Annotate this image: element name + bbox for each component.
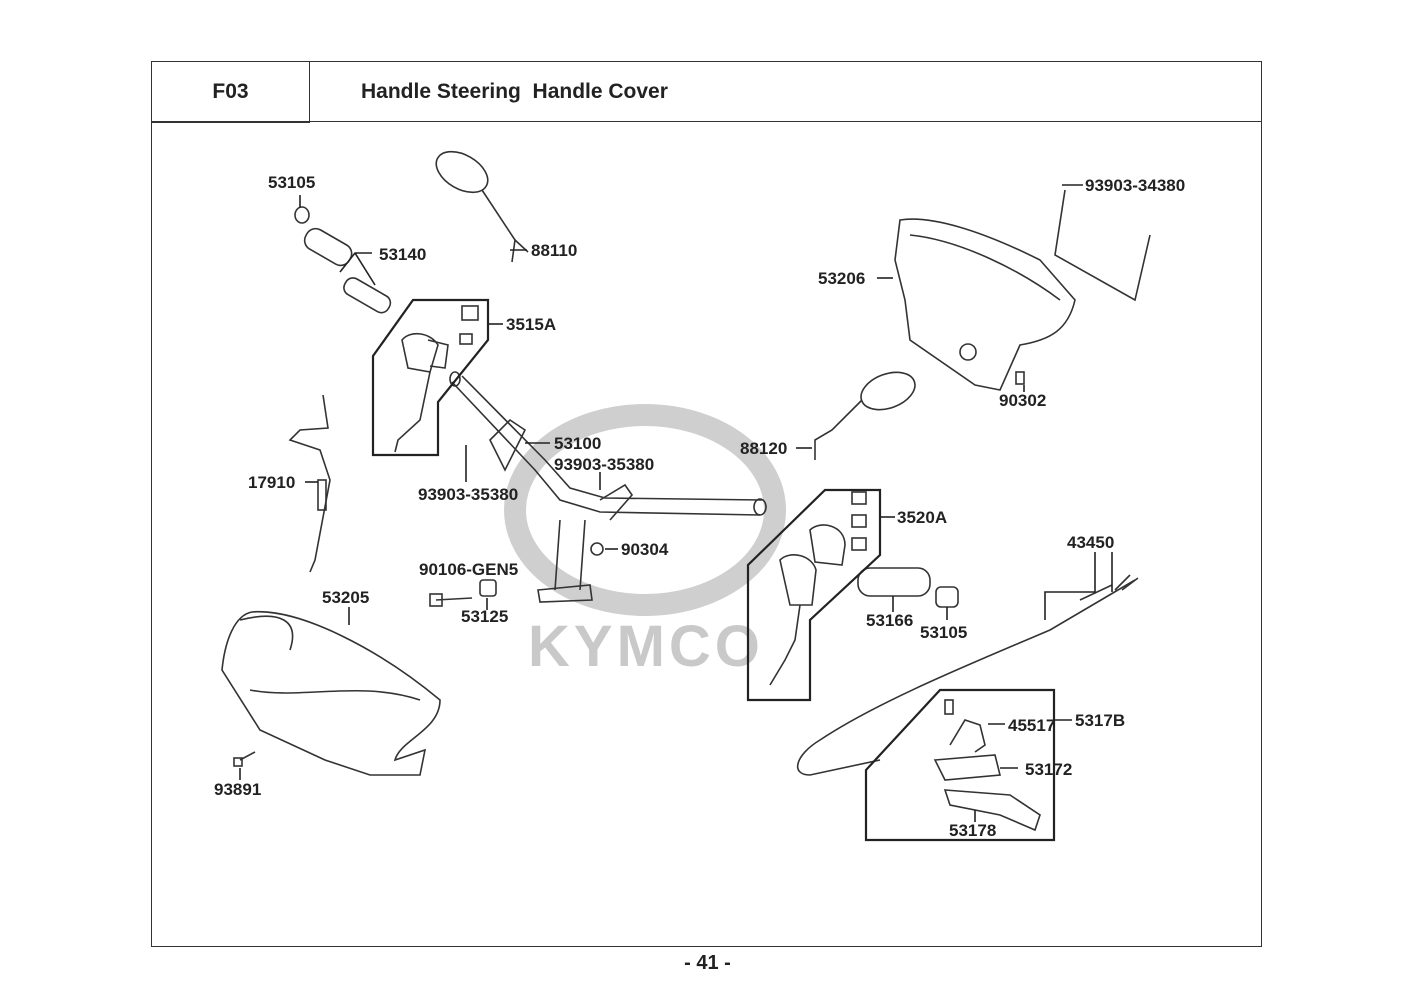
- brake-lever-drawing: [933, 699, 1041, 832]
- part-label: 90106-GEN5: [419, 560, 518, 579]
- handlebar-drawing: [449, 371, 767, 603]
- part-label: 53105: [268, 173, 315, 192]
- part-label: 88120: [740, 439, 787, 458]
- left-mirror-drawing: [435, 150, 529, 263]
- part-label: 53205: [322, 588, 369, 607]
- box-3520A: [746, 488, 882, 702]
- diagram-frame: [151, 121, 1262, 947]
- screw-93891-drawing: [233, 751, 256, 767]
- part-label: 3515A: [506, 315, 556, 334]
- kymco-watermark: KYMCO: [504, 404, 786, 679]
- page-title: Handle Steering Handle Cover: [361, 80, 668, 103]
- leader-lines: [239, 184, 1113, 822]
- part-label: 53100: [554, 434, 601, 453]
- section-code: F03: [151, 61, 310, 123]
- part-label: 17910: [248, 473, 295, 492]
- front-cover-drawing: [221, 611, 441, 776]
- brake-cable-drawing: [796, 574, 1139, 776]
- part-label: 88110: [531, 241, 577, 260]
- part-label: 43450: [1067, 533, 1114, 552]
- right-mirror-drawing: [814, 371, 916, 460]
- part-label: 93903-35380: [418, 485, 518, 504]
- part-label: 90304: [621, 540, 669, 559]
- part-label: 93903-35380: [554, 455, 654, 474]
- part-label: 53105: [920, 623, 967, 642]
- assembly-boxes: [371, 298, 1056, 842]
- part-label: 3520A: [897, 508, 947, 527]
- left-switch-drawing: [394, 305, 479, 453]
- part-drawings: [221, 150, 1151, 832]
- page-number: - 41 -: [684, 952, 731, 974]
- rear-cover-drawing: [894, 218, 1076, 391]
- part-label: 53178: [949, 821, 996, 840]
- part-label: 53172: [1025, 760, 1072, 779]
- bolt-drawing: [429, 579, 497, 607]
- part-label: 45517: [1008, 716, 1055, 735]
- box-5317B: [864, 688, 1056, 842]
- part-label: 53166: [866, 611, 913, 630]
- right-switch-drawing: [769, 491, 867, 686]
- title-box: [309, 61, 1262, 123]
- watermark-ring: [504, 404, 786, 616]
- part-label: 5317B: [1075, 711, 1125, 730]
- part-labels: 53105 53140 88110 3515A 93903-34380 5320…: [214, 173, 1185, 840]
- part-label: 53125: [461, 607, 508, 626]
- part-label: 53140: [379, 245, 426, 264]
- right-grip-drawing: [857, 567, 959, 608]
- part-label: 53206: [818, 269, 865, 288]
- speed-cable-drawing: [288, 394, 331, 573]
- box-3515A: [371, 298, 490, 457]
- part-label: 90302: [999, 391, 1046, 410]
- part-label: 93903-34380: [1085, 176, 1185, 195]
- part-label: 93891: [214, 780, 261, 799]
- cover-wire-drawing: [1054, 189, 1151, 302]
- watermark-text: KYMCO: [528, 614, 764, 679]
